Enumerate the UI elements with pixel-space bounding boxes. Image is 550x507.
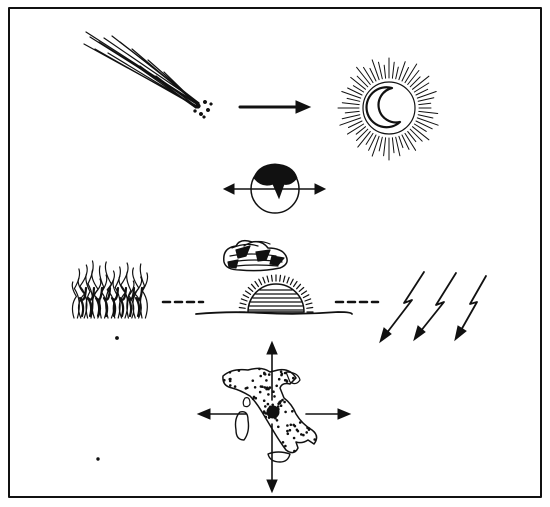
lightning-bolt-1 bbox=[379, 271, 425, 344]
four-way-arrows-icon bbox=[196, 340, 352, 494]
burning-bush-icon bbox=[71, 260, 149, 319]
location-marker bbox=[266, 405, 280, 419]
storm-clouds-icon bbox=[223, 239, 288, 272]
lightning-bolt-2 bbox=[413, 272, 457, 342]
arrow-right-icon bbox=[238, 100, 312, 114]
comet-icon bbox=[83, 31, 213, 119]
ink-speck bbox=[96, 457, 100, 461]
lightning-bolt-3 bbox=[454, 275, 487, 342]
globe-with-horizontal-arrows-icon bbox=[222, 163, 327, 214]
rising-sun-over-horizon-icon bbox=[195, 274, 353, 315]
sun-with-crescent-moon-icon bbox=[337, 57, 439, 161]
lightning-bolts-icon bbox=[379, 271, 487, 344]
ink-speck bbox=[115, 336, 119, 340]
italy-map-icon bbox=[222, 367, 318, 463]
frame-border bbox=[8, 7, 542, 498]
